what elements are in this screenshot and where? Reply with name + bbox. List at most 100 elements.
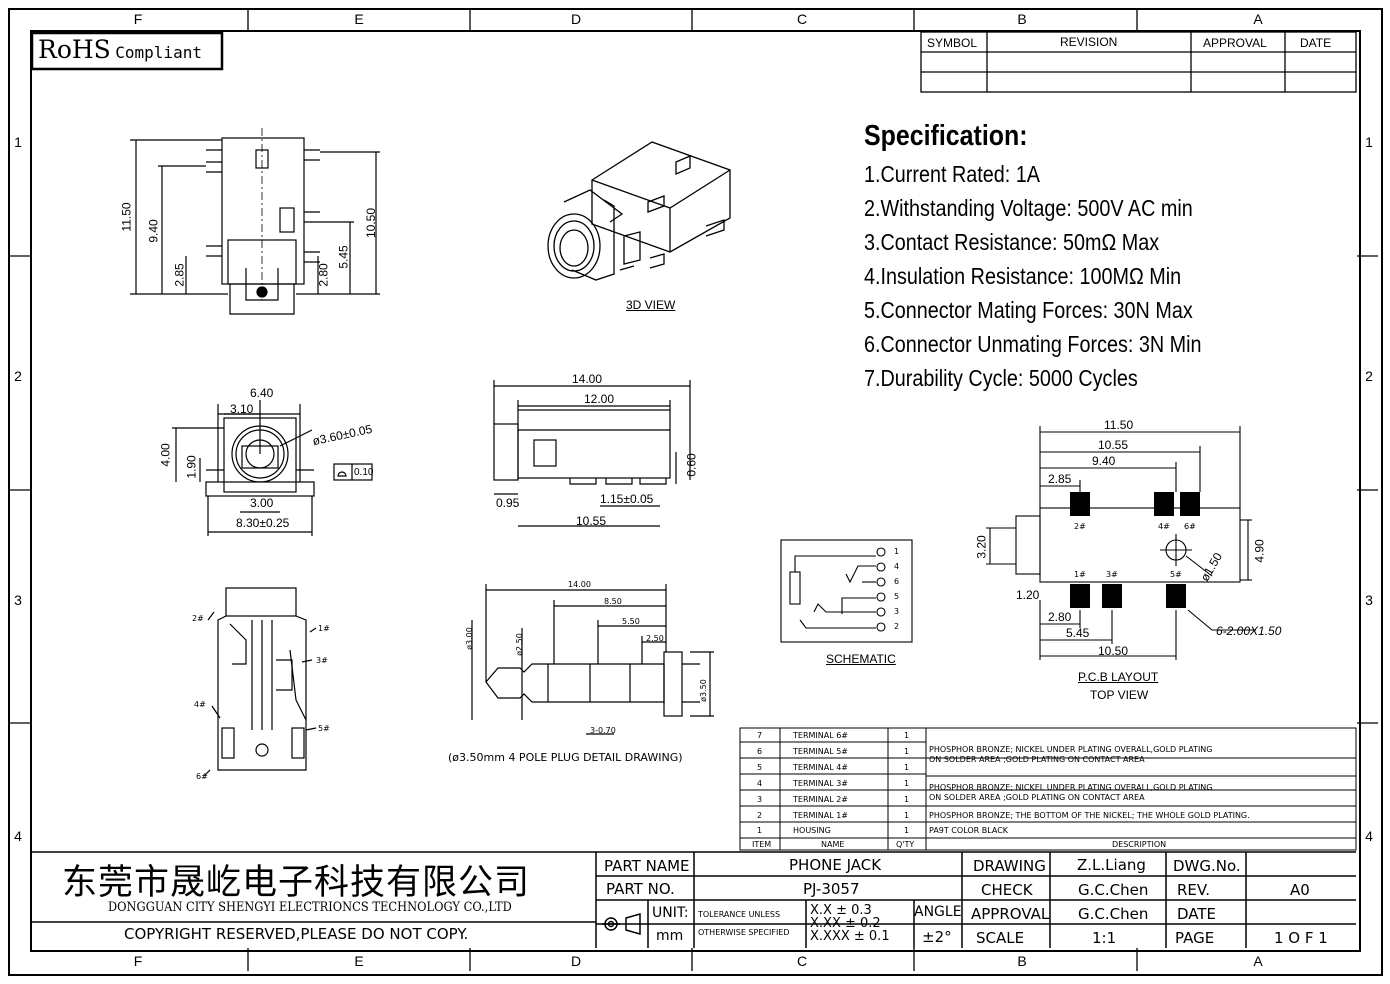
dim-pcb-2-80: 2.80 xyxy=(1048,610,1072,624)
inner-frame xyxy=(30,30,1361,952)
terminal-mark-3: 3# xyxy=(316,656,328,665)
angle-label: ANGLE xyxy=(914,904,962,920)
bom-table xyxy=(739,727,1357,851)
dim-side-6-40: 6.40 xyxy=(250,386,274,400)
bom-row-7-item: 7 xyxy=(757,731,763,740)
top-view-label: TOP VIEW xyxy=(1090,688,1149,702)
dim-side-3-10: 3.10 xyxy=(230,402,254,416)
terminal-mark-4: 4# xyxy=(194,700,206,709)
dim-plug-14-00: 14.00 xyxy=(568,580,591,589)
bom-row-7-name: TERMINAL 6# xyxy=(793,731,849,740)
bom-row-1-name: HOUSING xyxy=(793,826,831,835)
zone-row-right-4: 4 xyxy=(1365,828,1373,844)
dim-side-3-00: 3.00 xyxy=(250,496,274,510)
dim-plug-dia-3-00: ø3.00 xyxy=(464,627,474,650)
part-name-value: PHONE JACK xyxy=(789,856,882,874)
approval-label: APPROVAL xyxy=(971,905,1050,923)
bom-row-2-qty: 1 xyxy=(904,811,910,820)
zone-col-bottom-d: D xyxy=(570,953,582,969)
zone-col-bottom-f: F xyxy=(133,953,143,969)
dim-top-1-15: 1.15±0.05 xyxy=(600,492,654,506)
zone-col-bottom-a: A xyxy=(1253,953,1263,969)
bom-desc-a-1: PHOSPHOR BRONZE; NICKEL UNDER PLATING OV… xyxy=(929,745,1213,754)
company-name-cn: 东莞市晟屹电子科技有限公司 xyxy=(62,863,531,903)
zone-col-bottom-c: C xyxy=(796,953,808,969)
tolerance-x: X.X ± 0.3 xyxy=(810,903,872,918)
bom-row-3-qty: 1 xyxy=(904,795,910,804)
terminal-mark-6: 6# xyxy=(196,772,208,781)
rev-value: A0 xyxy=(1290,881,1310,899)
view-3d-label: 3D VIEW xyxy=(626,298,676,312)
front-view xyxy=(130,128,380,315)
dim-pcb-4-90: 4.90 xyxy=(1252,539,1267,563)
bom-row-7-qty: 1 xyxy=(904,731,910,740)
check-label: CHECK xyxy=(981,881,1033,899)
top-view xyxy=(493,380,691,527)
zone-col-top-b: B xyxy=(1017,11,1027,27)
side-view xyxy=(172,400,373,536)
dim-pcb-1-20: 1.20 xyxy=(1016,588,1040,602)
rohs-sub: Compliant xyxy=(115,43,202,62)
schematic-symbol xyxy=(780,539,913,643)
schematic-pin-6: 6 xyxy=(894,577,900,586)
dim-plug-5-50: 5.50 xyxy=(622,617,640,626)
zone-col-top-f: F xyxy=(133,11,143,27)
dim-pcb-9-40: 9.40 xyxy=(1092,454,1116,468)
schematic-pin-5: 5 xyxy=(894,592,900,601)
approval-by: G.C.Chen xyxy=(1078,905,1149,923)
drawing-by: Z.L.Liang xyxy=(1077,856,1146,874)
dim-plug-3-0-70: 3-0.70 xyxy=(590,726,616,735)
tolerance-line-1: TOLERANCE UNLESS xyxy=(698,910,781,919)
page-value: 1 O F 1 xyxy=(1274,929,1328,947)
dim-side-1-90: 1.90 xyxy=(184,455,199,479)
spec-item-5: 5.Connector Mating Forces: 30N Max xyxy=(864,297,1193,323)
dim-top-12-00: 12.00 xyxy=(584,392,615,406)
bom-header-item: ITEM xyxy=(752,840,772,849)
zone-row-left-3: 3 xyxy=(14,592,22,608)
dim-plug-dia-3-50: ø3.50 xyxy=(698,679,708,702)
bom-desc-c: PHOSPHOR BRONZE; THE BOTTOM OF THE NICKE… xyxy=(929,811,1250,820)
zone-col-top-c: C xyxy=(796,11,808,27)
spec-item-3: 3.Contact Resistance: 50mΩ Max xyxy=(864,229,1160,255)
tolerance-xx: X.XX ± 0.2 xyxy=(810,916,881,931)
dim-front-9-40: 9.40 xyxy=(146,219,161,243)
rohs-main: RoHS xyxy=(38,35,111,64)
schematic-pin-2: 2 xyxy=(894,622,900,631)
page-label: PAGE xyxy=(1175,929,1215,947)
terminal-mark-5: 5# xyxy=(318,724,330,733)
bom-row-3-name: TERMINAL 2# xyxy=(793,795,849,804)
dim-front-2-80: 2.80 xyxy=(316,263,331,287)
zone-ticks xyxy=(9,9,1378,971)
plug-detail-label: (ø3.50mm 4 POLE PLUG DETAIL DRAWING) xyxy=(448,751,683,764)
revision-table xyxy=(920,31,1357,93)
copyright-notice: COPYRIGHT RESERVED,PLEASE DO NOT COPY. xyxy=(124,925,469,943)
dim-front-2-85: 2.85 xyxy=(172,263,187,287)
dim-top-0-95: 0.95 xyxy=(496,496,520,510)
dim-front-11-50: 11.50 xyxy=(119,202,134,232)
rev-header-approval: APPROVAL xyxy=(1203,36,1267,50)
bom-row-5-qty: 1 xyxy=(904,763,910,772)
bom-desc-d: PA9T COLOR BLACK xyxy=(929,826,1009,835)
tolerance-line-2: OTHERWISE SPECIFIED xyxy=(698,928,790,937)
terminal-mark-2: 2# xyxy=(192,614,204,623)
dim-top-0-60: 0.60 xyxy=(684,453,699,477)
dwg-no-label: DWG.No. xyxy=(1173,857,1241,875)
schematic-label: SCHEMATIC xyxy=(826,652,896,666)
schematic-pin-1: 1 xyxy=(894,547,900,556)
date-label: DATE xyxy=(1177,905,1217,923)
bom-header-desc: DESCRIPTION xyxy=(1112,840,1167,849)
pcb-layout-label: P.C.B LAYOUT xyxy=(1078,670,1159,684)
bom-row-1-qty: 1 xyxy=(904,826,910,835)
spec-title: Specification: xyxy=(864,120,1028,152)
zone-col-top-e: E xyxy=(354,11,364,27)
spec-item-6: 6.Connector Unmating Forces: 3N Min xyxy=(864,331,1202,357)
spec-item-7: 7.Durability Cycle: 5000 Cycles xyxy=(864,365,1138,391)
section-view xyxy=(203,587,317,777)
pcb-pad-3: 3# xyxy=(1106,570,1118,579)
dim-pcb-pads: 6-2.00X1.50 xyxy=(1216,624,1282,638)
dim-pcb-2-85: 2.85 xyxy=(1048,472,1072,486)
unit-value: mm xyxy=(656,928,684,944)
dim-pcb-3-20: 3.20 xyxy=(974,535,989,559)
part-no-label: PART NO. xyxy=(606,880,675,898)
